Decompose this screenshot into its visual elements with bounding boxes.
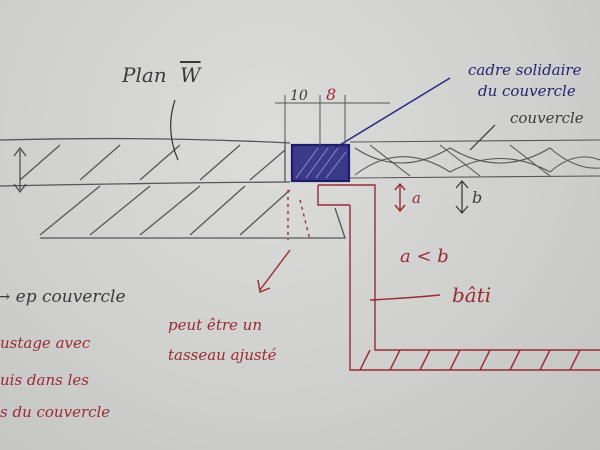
cadre-label-line2: du couvercle — [478, 82, 576, 100]
couvercle-crosshatch — [349, 139, 600, 179]
plan-ref-label: W — [180, 63, 202, 87]
couvercle-label: couvercle — [510, 109, 584, 127]
dimension-8: 8 — [326, 85, 336, 104]
left-note-line4: s du couvercle — [0, 403, 110, 421]
bati-label: bâti — [452, 283, 491, 307]
bati-frame — [257, 182, 600, 371]
dimension-10: 10 — [290, 88, 308, 104]
plan-board — [0, 137, 346, 239]
left-note-line2: ustage avec — [0, 334, 91, 352]
left-note-line3: uis dans les — [0, 371, 89, 389]
b-arrow — [170, 99, 496, 214]
a-less-than-b-label: a < b — [400, 246, 449, 267]
cadre-label-line1: cadre solidaire — [468, 61, 582, 79]
tasseau-label-line1: peut être un — [168, 316, 262, 334]
plan-label: Plan — [121, 63, 167, 87]
dimension-b: b — [472, 188, 482, 207]
left-note-line1: → ep couvercle — [0, 287, 126, 307]
cadre-block — [290, 77, 451, 183]
tasseau-label-line2: tasseau ajusté — [168, 346, 277, 364]
dimension-a: a — [412, 189, 421, 207]
dimension-lines — [275, 95, 390, 145]
thickness-arrow — [13, 147, 27, 193]
